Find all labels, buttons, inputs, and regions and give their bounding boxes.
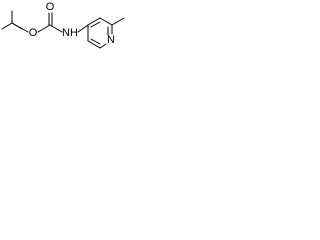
ring-bond-c3-c2 bbox=[87, 17, 101, 26]
ring-bond-c2-inner bbox=[90, 21, 101, 28]
atom-label-ring-nitrogen: N bbox=[107, 34, 115, 46]
bond-ring-methyl bbox=[111, 17, 125, 26]
ring-bond-c2-c1 bbox=[99, 17, 113, 26]
atom-label-carbonyl-oxygen: O bbox=[46, 1, 55, 13]
bond-tbu-to-o bbox=[11, 22, 29, 33]
ring-bond-n-c6 bbox=[99, 43, 107, 49]
ring-bond-c5-c4-inner bbox=[90, 38, 101, 45]
bond-carbonyl-to-nh bbox=[49, 24, 63, 33]
atom-label-amide-nh: NH bbox=[62, 27, 78, 39]
ring-bond-c6-c5 bbox=[87, 40, 101, 49]
atom-label-ester-oxygen: O bbox=[29, 27, 38, 39]
chemical-structure: O O NH N bbox=[1, 1, 125, 49]
bond-tbu-methyl-left bbox=[1, 22, 13, 30]
bond-nh-to-ring bbox=[77, 24, 89, 33]
bond-o-to-carbonyl bbox=[37, 24, 51, 33]
